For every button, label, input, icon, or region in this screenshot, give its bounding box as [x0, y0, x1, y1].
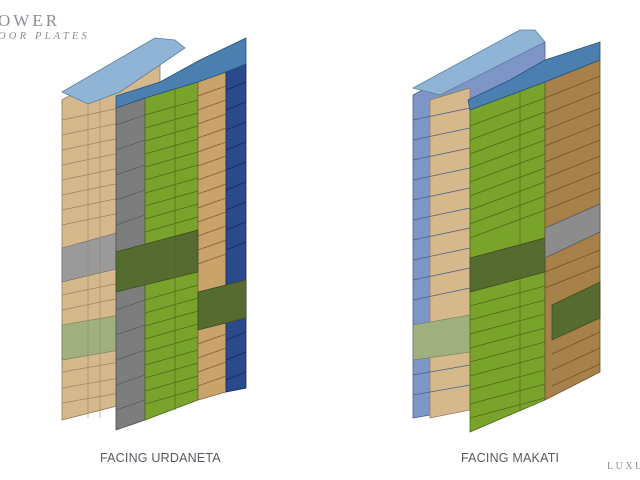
- caption-facing-urdaneta: FACING URDANETA: [100, 451, 221, 465]
- right-front-block: [467, 41, 601, 433]
- left-front-block: [115, 37, 247, 431]
- page-title: OWER: [0, 11, 61, 30]
- caption-facing-makati: FACING MAKATI: [461, 451, 560, 465]
- brand-watermark: LUXU: [607, 461, 640, 472]
- page-subtitle: OOR PLATES: [0, 31, 90, 42]
